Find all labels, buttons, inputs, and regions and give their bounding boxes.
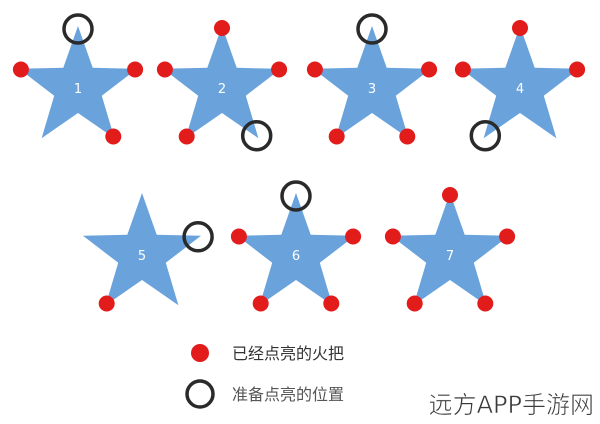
lit-torch-dot bbox=[512, 20, 528, 36]
lit-torch-dot bbox=[454, 61, 471, 78]
lit-torch-dot bbox=[230, 228, 247, 245]
star-shape bbox=[163, 26, 281, 139]
star-7: 7 bbox=[384, 187, 516, 312]
lit-torch-dot bbox=[499, 228, 516, 245]
next-position-ring bbox=[240, 119, 273, 152]
lit-torch-dot bbox=[105, 128, 122, 145]
legend-ring-label: 准备点亮的位置 bbox=[232, 385, 344, 404]
star-shape bbox=[391, 193, 509, 306]
star-number-label: 6 bbox=[292, 249, 300, 264]
lit-torch-dot bbox=[214, 20, 230, 36]
star-number-label: 5 bbox=[138, 249, 146, 264]
lit-torch-dot bbox=[421, 61, 438, 78]
lit-torch-dot bbox=[569, 61, 586, 78]
star-shape bbox=[313, 26, 431, 139]
lit-torch-dot bbox=[323, 295, 340, 312]
lit-torch-dot bbox=[178, 128, 195, 145]
next-position-ring bbox=[182, 221, 214, 253]
lit-torch-dot bbox=[399, 128, 416, 145]
lit-torch-dot bbox=[127, 61, 144, 78]
legend-lit-dot bbox=[191, 344, 209, 362]
lit-torch-dot bbox=[12, 61, 29, 78]
star-shape bbox=[83, 193, 201, 306]
star-number-label: 2 bbox=[218, 82, 226, 97]
next-position-ring bbox=[280, 180, 312, 212]
star-2: 2 bbox=[156, 20, 288, 152]
star-number-label: 3 bbox=[368, 82, 376, 97]
star-number-label: 4 bbox=[516, 82, 524, 97]
lit-torch-dot bbox=[252, 295, 269, 312]
legend: 已经点亮的火把 准备点亮的位置 bbox=[185, 344, 344, 409]
lit-torch-dot bbox=[156, 61, 173, 78]
watermark: 远方APP手游网 bbox=[429, 391, 594, 419]
lit-torch-dot bbox=[306, 61, 323, 78]
star-4: 4 bbox=[454, 20, 586, 152]
star-shape bbox=[19, 26, 137, 139]
next-position-ring bbox=[356, 13, 388, 45]
lit-torch-dot bbox=[271, 61, 288, 78]
lit-torch-dot bbox=[442, 187, 458, 203]
star-shape bbox=[237, 193, 355, 306]
star-1: 1 bbox=[12, 13, 144, 145]
star-3: 3 bbox=[306, 13, 438, 145]
next-position-ring bbox=[62, 13, 94, 45]
star-shape bbox=[461, 26, 579, 139]
legend-lit-label: 已经点亮的火把 bbox=[232, 344, 344, 363]
lit-torch-dot bbox=[345, 228, 362, 245]
star-number-label: 1 bbox=[74, 82, 82, 97]
legend-ring-marker bbox=[185, 379, 215, 409]
star-number-label: 7 bbox=[446, 249, 454, 264]
lit-torch-dot bbox=[98, 295, 115, 312]
lit-torch-dot bbox=[384, 228, 401, 245]
lit-torch-dot bbox=[477, 295, 494, 312]
lit-torch-dot bbox=[406, 295, 423, 312]
star-5: 5 bbox=[83, 193, 214, 312]
star-6: 6 bbox=[230, 180, 362, 312]
next-position-ring bbox=[469, 119, 502, 152]
lit-torch-dot bbox=[328, 128, 345, 145]
